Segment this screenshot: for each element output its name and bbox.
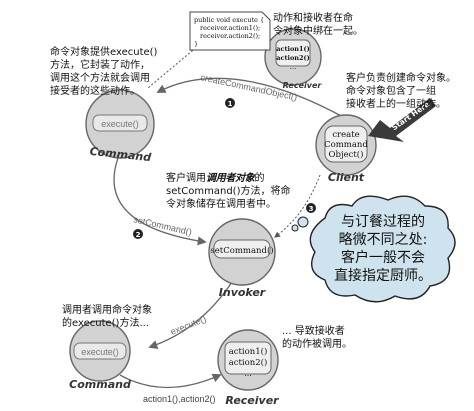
callout-shape bbox=[309, 195, 456, 303]
note-top-middle-line-1: 动作和接收者在命 bbox=[273, 13, 353, 24]
note-middle-line-3: 令对象储存在调用者中。 bbox=[166, 199, 276, 210]
note-bottom-left: 调用者调用命令对象 的execute()方法... bbox=[62, 304, 152, 330]
callout-tail-dot-2 bbox=[297, 216, 309, 228]
arrow-actions bbox=[119, 373, 222, 389]
callout-cloud bbox=[291, 195, 456, 303]
arrow-create-command-object bbox=[156, 77, 346, 119]
callout-text: 与订餐过程的 略微不同之处: 客户一般不会 直接指定厨师。 bbox=[325, 213, 441, 285]
note-middle: 客户调用调用者对象的 setCommand()方法，将命 令对象储存在调用者中。 bbox=[166, 172, 290, 211]
callout-tail-dot-1 bbox=[291, 224, 299, 232]
note-bottom-right-line-2: 的动作被调用。 bbox=[282, 339, 352, 350]
note-right-line-1: 客户负责创建命令对象。 bbox=[346, 73, 456, 84]
client-line-3: Object() bbox=[329, 149, 364, 160]
step-badge-1-circle bbox=[225, 98, 235, 108]
note-bottom-left-line-1: 调用者调用命令对象 bbox=[62, 305, 152, 316]
code-line-2: receiver.action1(); bbox=[200, 24, 260, 32]
note-top-middle-line-2: 令对象中绑在一起。 bbox=[273, 26, 363, 37]
client-method-box bbox=[324, 125, 368, 163]
step-badge-3: 3 bbox=[306, 203, 316, 213]
callout-line-4: 直接指定厨师。 bbox=[334, 268, 432, 284]
start-here-arrow bbox=[368, 98, 436, 142]
note-bottom-left-line-2: 的execute()方法... bbox=[62, 318, 149, 329]
command-bottom-label: Command bbox=[69, 378, 131, 391]
receiver-bottom-action-2: action2() bbox=[229, 357, 268, 368]
note-top-left-line-4: 接受者的这些动作。 bbox=[50, 86, 140, 97]
receiver-top-action-2: action2() bbox=[276, 54, 309, 62]
note-top-left-line-3: 调用这个方法就会调用 bbox=[50, 73, 150, 84]
receiver-bottom-label: Receiver bbox=[225, 394, 279, 407]
note-top-left-line-2: 方法，它封装了动作， bbox=[50, 60, 150, 71]
note-middle-emphasis: 调用者对象 bbox=[206, 173, 255, 184]
command-top-method: execute() bbox=[101, 119, 139, 129]
step-badge-1: 1 bbox=[225, 98, 235, 108]
command-top-label: Command bbox=[89, 145, 152, 164]
invoker-label: Invoker bbox=[219, 286, 266, 299]
step-badge-3-text: 3 bbox=[309, 205, 314, 213]
step-badge-2: 2 bbox=[133, 229, 143, 239]
note-top-middle: 动作和接收者在命 令对象中绑在一起。 bbox=[273, 12, 363, 38]
note-top-left: 命令对象提供execute() 方法，它封装了动作， 调用这个方法就会调用 接受… bbox=[50, 46, 157, 98]
code-box bbox=[189, 11, 271, 51]
step-badge-1-text: 1 bbox=[228, 100, 233, 108]
dotted-client-to-invoker bbox=[274, 174, 321, 238]
note-middle-line-2: setCommand()方法，将命 bbox=[166, 186, 291, 197]
code-line-3: receiver.action2(); bbox=[200, 32, 260, 40]
command-bottom-method: execute() bbox=[81, 347, 119, 357]
arrow-set-command bbox=[113, 157, 207, 246]
note-bottom-right: ... 导致接收者 的动作被调用。 bbox=[282, 325, 352, 351]
note-top-left-line-1: 命令对象提供execute() bbox=[50, 47, 158, 58]
receiver-top-label: Receiver bbox=[283, 81, 323, 90]
note-right-line-2: 命令对象包含了一组 bbox=[346, 86, 436, 97]
receiver-bottom-ellipsis: ... bbox=[244, 369, 252, 378]
code-line-4: } bbox=[194, 40, 198, 48]
callout-line-3: 客户一般不会 bbox=[341, 250, 425, 266]
execute-box-top bbox=[92, 114, 148, 132]
callout-line-1: 与订餐过程的 bbox=[341, 214, 425, 230]
step-badge-2-circle bbox=[133, 229, 143, 239]
note-middle-suffix: 的 bbox=[254, 173, 265, 184]
client-line-1: create bbox=[332, 130, 359, 140]
note-right: 客户负责创建命令对象。 命令对象包含了一组 接收者上的一组动作。 bbox=[346, 72, 456, 111]
step-badge-3-circle bbox=[306, 203, 316, 213]
client-label: Client bbox=[328, 171, 365, 184]
step-badge-2-text: 2 bbox=[136, 231, 141, 239]
receiver-actions-box-top bbox=[275, 39, 311, 67]
note-right-line-3: 接收者上的一组动作。 bbox=[346, 99, 446, 110]
receiver-top-ellipsis: ... bbox=[290, 63, 297, 71]
receiver-bottom-action-1: action1() bbox=[229, 346, 268, 357]
note-bottom-right-line-1: ... 导致接收者 bbox=[282, 326, 345, 337]
arrow-label-actions: action1(),action2() bbox=[143, 394, 216, 404]
arrow-label-execute: execute() bbox=[169, 314, 208, 337]
client-line-2: Command bbox=[324, 140, 368, 150]
code-line-1: public void execute { bbox=[194, 16, 264, 24]
invoker-method: setCommand() bbox=[210, 245, 273, 256]
set-command-box bbox=[213, 239, 271, 259]
receiver-top-action-1: action1() bbox=[276, 45, 309, 53]
note-middle-prefix: 客户调用 bbox=[166, 173, 206, 184]
callout-line-2: 略微不同之处: bbox=[338, 232, 428, 248]
execute-box-bottom bbox=[73, 342, 127, 360]
arrow-execute bbox=[148, 281, 233, 349]
receiver-actions-box-bottom bbox=[224, 341, 272, 375]
note-middle-line-1: 客户调用调用者对象的 bbox=[166, 172, 290, 185]
